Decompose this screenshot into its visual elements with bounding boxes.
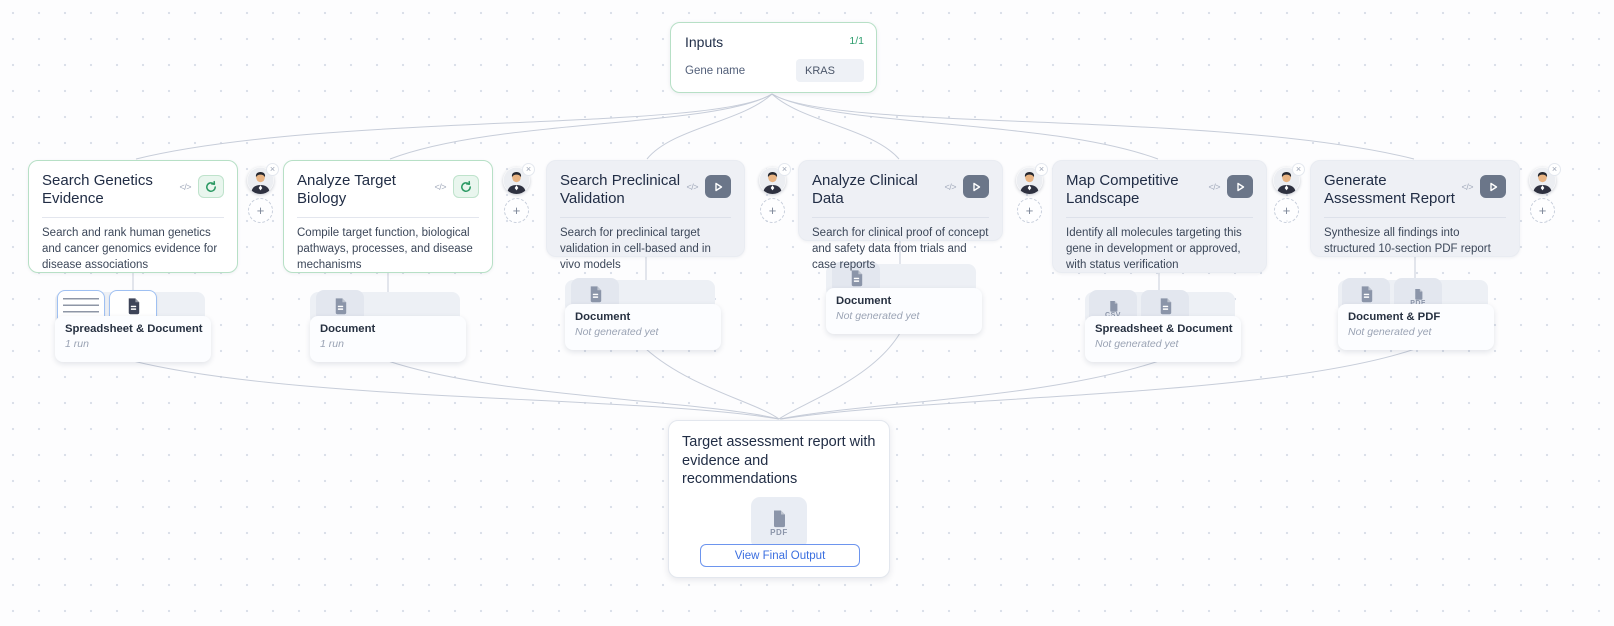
output-panel[interactable]: Spreadsheet & Document 1 run [55,316,211,362]
output-label: Document [836,295,892,307]
divider [812,216,989,218]
task-description: Compile target function, biological path… [297,226,473,272]
remove-agent-icon[interactable]: × [522,163,535,176]
task-card-search-preclinical-validation[interactable]: Search Preclinical Validation </> Search… [546,160,745,271]
run-button[interactable] [1480,175,1506,198]
output-status: 1 run [320,338,344,350]
csv-icon: CSV [1105,300,1121,319]
output-status: Not generated yet [1095,338,1179,350]
agent-avatar[interactable]: × [1529,163,1561,194]
output-label: Spreadsheet & Document [65,323,203,335]
agent-avatar[interactable]: × [503,163,535,194]
run-button[interactable] [705,175,731,198]
add-step-button[interactable]: + [1530,198,1555,223]
add-step-button[interactable]: + [760,198,785,223]
rerun-button[interactable] [198,175,224,198]
remove-agent-icon[interactable]: × [1548,163,1561,176]
run-button[interactable] [963,175,989,198]
task-title: Analyze Clinical Data [812,172,918,208]
divider [42,216,224,218]
remove-agent-icon[interactable]: × [266,163,279,176]
refresh-icon [461,180,471,192]
task-card-analyze-clinical-data[interactable]: Analyze Clinical Data </> Search for cli… [798,160,1003,271]
code-icon[interactable]: </> [434,181,446,192]
run-button[interactable] [1227,175,1253,198]
remove-agent-icon[interactable]: × [1035,163,1048,176]
rerun-button[interactable] [453,175,479,198]
remove-agent-icon[interactable]: × [1292,163,1305,176]
task-title: Search Genetics Evidence [42,172,153,208]
document-icon [124,297,143,321]
output-label: Document & PDF [1348,311,1441,323]
task-card-search-genetics-evidence[interactable]: Search Genetics Evidence </> Search and … [28,160,238,273]
output-panel[interactable]: Spreadsheet & Document Not generated yet [1085,316,1241,362]
task-card-map-competitive-landscape[interactable]: Map Competitive Landscape </> Identify a… [1052,160,1267,273]
task-title: Map Competitive Landscape [1066,172,1179,208]
divider [1066,216,1253,218]
output-panel[interactable]: Document Not generated yet [826,288,982,334]
divider [297,216,479,218]
add-step-button[interactable]: + [248,198,273,223]
play-icon [973,182,981,191]
task-card-analyze-target-biology[interactable]: Analyze Target Biology </> Compile targe… [283,160,493,273]
task-description: Search for preclinical target validation… [560,226,711,272]
document-icon [586,285,605,309]
remove-agent-icon[interactable]: × [778,163,791,176]
play-icon [715,182,723,191]
final-output-node[interactable]: Target assessment report with evidence a… [668,420,890,578]
code-icon[interactable]: </> [1208,181,1220,192]
agent-avatar[interactable]: × [1016,163,1048,194]
output-panel[interactable]: Document 1 run [310,316,466,362]
task-description: Search for clinical proof of concept and… [812,226,989,272]
code-icon[interactable]: </> [179,181,191,192]
add-step-button[interactable]: + [1017,198,1042,223]
document-icon [847,269,866,293]
gene-name-input[interactable] [796,59,864,82]
output-label: Document [575,311,631,323]
add-step-button[interactable]: + [504,198,529,223]
inputs-title: Inputs [685,34,724,50]
play-icon [1237,182,1245,191]
task-card-generate-assessment-report[interactable]: Generate Assessment Report </> Synthesiz… [1310,160,1520,257]
document-icon [1156,297,1175,321]
output-panel[interactable]: Document Not generated yet [565,304,721,350]
output-label: Spreadsheet & Document [1095,323,1233,335]
task-title: Analyze Target Biology [297,172,396,208]
gene-name-label: Gene name [685,64,746,77]
task-description: Identify all molecules targeting this ge… [1066,226,1242,272]
divider [560,216,731,218]
view-final-output-button[interactable]: View Final Output [700,544,860,567]
play-icon [1490,182,1498,191]
refresh-icon [206,180,216,192]
inputs-node[interactable]: Inputs 1/1 Gene name [670,22,877,93]
code-icon[interactable]: </> [944,181,956,192]
output-label: Document [320,323,376,335]
final-output-title: Target assessment report with evidence a… [682,434,876,488]
add-step-button[interactable]: + [1274,198,1299,223]
task-description: Search and rank human genetics and cance… [42,226,218,272]
agent-avatar[interactable]: × [247,163,279,194]
output-status: 1 run [65,338,89,350]
output-status: Not generated yet [1348,326,1432,338]
agent-avatar[interactable]: × [1273,163,1305,194]
task-description: Synthesize all findings into structured … [1324,226,1491,255]
task-title: Search Preclinical Validation [560,172,681,208]
divider [1324,216,1506,218]
final-pdf-preview[interactable]: PDF [751,496,807,549]
task-title: Generate Assessment Report [1324,172,1455,208]
output-status: Not generated yet [575,326,659,338]
agent-avatar[interactable]: × [759,163,791,194]
code-icon[interactable]: </> [1461,181,1473,192]
document-icon [1357,285,1376,309]
code-icon[interactable]: </> [686,181,698,192]
output-panel[interactable]: Document & PDF Not generated yet [1338,304,1494,350]
document-icon [331,297,350,321]
inputs-counter: 1/1 [849,35,864,47]
output-status: Not generated yet [836,310,920,322]
pdf-icon: PDF [769,509,789,537]
pdf-icon: PDF [1410,288,1426,307]
